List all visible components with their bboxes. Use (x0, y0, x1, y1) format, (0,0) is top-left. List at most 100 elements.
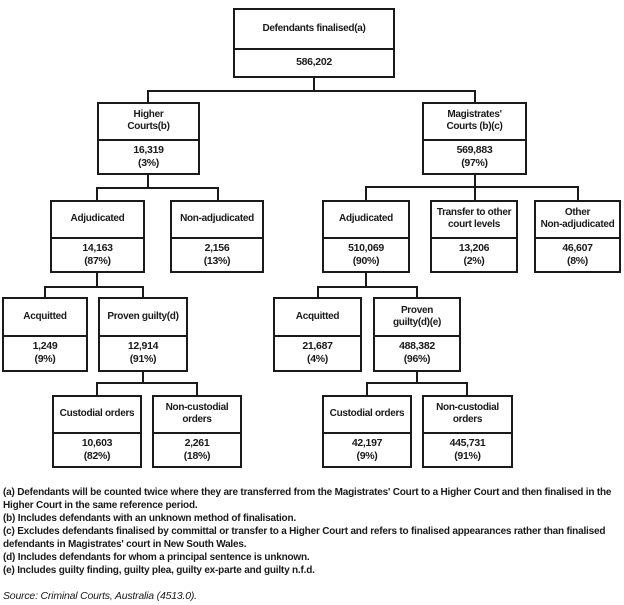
node-mag-transfer: Transfer to other court levels 13,206 (2… (430, 200, 518, 273)
node-mag-acquitted: Acquitted 21,687 (4%) (273, 297, 362, 372)
node-value: 10,603 (82%) (54, 434, 140, 467)
connector-line (96, 382, 98, 395)
connector-line (147, 175, 149, 189)
node-percent: (97%) (461, 156, 488, 169)
connector-line (317, 286, 418, 288)
node-label: Non-adjudicated (172, 202, 262, 239)
node-higher-custodial-orders: Custodial orders 10,603 (82%) (52, 395, 142, 468)
node-value: 2,156 (13%) (172, 239, 262, 272)
connector-line (96, 382, 198, 384)
node-label: Defendants finalised(a) (235, 10, 393, 50)
node-higher-non-custodial-orders: Non-custodial orders 2,261 (18%) (152, 395, 242, 468)
footnotes-block: (a) Defendants will be counted twice whe… (3, 486, 621, 603)
connector-line (365, 186, 579, 188)
node-value: 46,607 (8%) (536, 239, 619, 272)
node-label: Custodial orders (54, 397, 140, 434)
connector-line (44, 286, 46, 297)
node-mag-proven-guilty: Proven guilty(d)(e) 488,382 (96%) (373, 297, 461, 372)
node-label: Non-custodial orders (424, 397, 511, 434)
node-percent: (9%) (356, 449, 378, 462)
node-label: Magistrates' Courts (b)(c) (424, 104, 525, 141)
node-percent: (91%) (454, 449, 481, 462)
node-label: Adjudicated (324, 202, 408, 239)
node-percent: (2%) (463, 254, 485, 267)
node-mag-non-custodial-orders: Non-custodial orders 445,731 (91%) (422, 395, 513, 468)
node-value: 14,163 (87%) (52, 239, 143, 272)
footnote-e: (e) Includes guilty finding, guilty plea… (3, 565, 315, 576)
node-value: 12,914 (91%) (100, 337, 186, 371)
connector-line (366, 382, 368, 395)
node-count: 586,202 (296, 56, 332, 69)
node-label: Acquitted (275, 299, 360, 337)
node-count: 2,156 (204, 241, 230, 254)
node-percent: (18%) (183, 449, 211, 462)
node-label: Higher Courts(b) (99, 104, 198, 141)
node-count: 2,261 (184, 436, 210, 449)
node-mag-custodial-orders: Custodial orders 42,197 (9%) (322, 395, 412, 468)
connector-line (416, 372, 418, 384)
connector-line (416, 286, 418, 297)
node-percent: (4%) (307, 353, 328, 366)
connector-line (474, 90, 476, 102)
node-defendants-finalised: Defendants finalised(a) 586,202 (233, 8, 395, 78)
connector-line (196, 382, 198, 395)
node-count: 14,163 (82, 241, 113, 254)
footnote-c: (c) Excludes defendants finalised by com… (3, 526, 606, 550)
connector-line (96, 187, 219, 189)
connector-line (142, 286, 144, 297)
node-higher-acquitted: Acquitted 1,249 (9%) (2, 297, 88, 372)
footnote-b: (b) Includes defendants with an unknown … (3, 513, 296, 524)
connector-line (217, 187, 219, 200)
node-value: 2,261 (18%) (154, 434, 240, 467)
node-percent: (87%) (84, 254, 111, 267)
node-value: 1,249 (9%) (4, 337, 86, 371)
connector-line (466, 382, 468, 395)
node-label: Transfer to other court levels (432, 202, 516, 239)
node-label: Proven guilty(d) (100, 299, 186, 337)
connector-line (577, 186, 579, 200)
node-percent: (3%) (138, 156, 159, 169)
connector-line (365, 186, 367, 200)
node-label: Other Non-adjudicated (536, 202, 619, 239)
node-percent: (9%) (34, 353, 56, 366)
node-value: 21,687 (4%) (275, 337, 360, 371)
node-value: 13,206 (2%) (432, 239, 516, 272)
source-line: Source: Criminal Courts, Australia (4513… (3, 590, 197, 602)
node-value: 510,069 (90%) (324, 239, 408, 272)
node-higher-courts: Higher Courts(b) 16,319 (3%) (97, 102, 200, 175)
connector-line (147, 90, 149, 102)
node-label: Acquitted (4, 299, 86, 337)
connector-line (96, 273, 98, 288)
node-label: Proven guilty(d)(e) (375, 299, 459, 337)
node-count: 21,687 (302, 340, 333, 353)
node-count: 445,731 (449, 436, 486, 449)
node-count: 42,197 (351, 436, 383, 449)
node-count: 16,319 (133, 143, 164, 156)
connector-line (317, 286, 319, 297)
connector-line (313, 78, 315, 91)
node-higher-non-adjudicated: Non-adjudicated 2,156 (13%) (170, 200, 264, 273)
footnote-a: (a) Defendants will be counted twice whe… (3, 487, 612, 511)
node-percent: (96%) (403, 353, 431, 366)
connector-line (365, 273, 367, 288)
node-count: 488,382 (399, 340, 435, 353)
footnote-d: (d) Includes defendants for whom a princ… (3, 552, 310, 563)
node-value: 569,883 (97%) (424, 141, 525, 174)
node-label: Custodial orders (324, 397, 410, 434)
connector-line (147, 90, 476, 92)
node-count: 1,249 (32, 340, 58, 353)
node-higher-adjudicated: Adjudicated 14,163 (87%) (50, 200, 145, 273)
connector-line (366, 382, 468, 384)
node-mag-adjudicated: Adjudicated 510,069 (90%) (322, 200, 410, 273)
connector-line (96, 187, 98, 200)
connector-line (142, 372, 144, 384)
node-higher-proven-guilty: Proven guilty(d) 12,914 (91%) (98, 297, 188, 372)
node-count: 12,914 (127, 340, 159, 353)
node-count: 46,607 (562, 241, 593, 254)
node-percent: (90%) (352, 254, 380, 267)
node-percent: (8%) (567, 254, 588, 267)
node-value: 586,202 (235, 50, 393, 76)
node-value: 16,319 (3%) (99, 141, 198, 174)
node-count: 510,069 (348, 241, 384, 254)
